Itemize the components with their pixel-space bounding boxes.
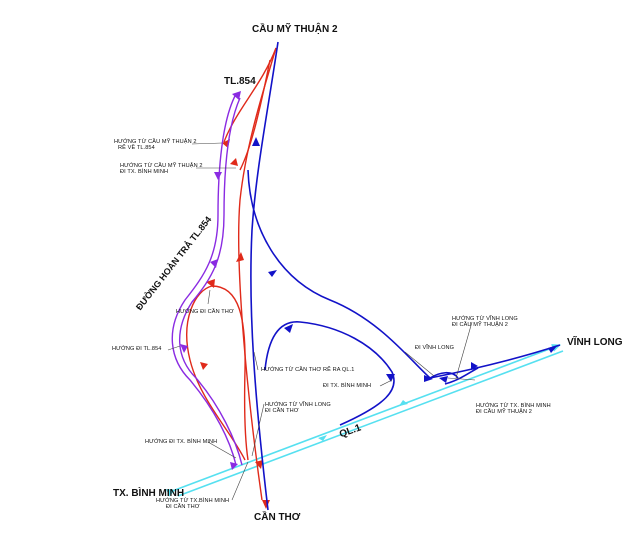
note-tu-vinh-long-di-can-tho: HƯỚNG TỪ VĨNH LONG ĐI CẦN THƠ	[265, 402, 331, 415]
leader-lines	[167, 142, 476, 501]
blue-route-arrows	[252, 137, 558, 383]
label-vinh-long: VĨNH LONG	[567, 337, 623, 348]
note-huong-di-can-tho-top: HƯỚNG ĐI CẦN THƠ	[176, 309, 234, 315]
purple-route	[171, 93, 243, 466]
purple-route-arrows	[180, 91, 241, 470]
note-tu-can-tho-re-ql1: HƯỚNG TỪ CẦN THƠ RẼ RA QL.1	[261, 367, 355, 373]
label-cau-my-thuan-2: CẦU MỸ THUẬN 2	[252, 24, 338, 35]
note-tu-cau-my-thuan-di-binh-minh: HƯỚNG TỪ CẦU MỸ THUẬN 2 ĐI TX. BÌNH MINH	[120, 163, 203, 176]
note-huong-di-tl854: HƯỚNG ĐI TL.854	[112, 346, 162, 352]
label-tl854: TL.854	[224, 76, 256, 87]
note-di-tx-binh-minh: ĐI TX. BÌNH MINH	[323, 383, 372, 389]
ql1-road	[166, 344, 564, 497]
note-tu-binh-minh-di-cau-my-thuan: HƯỚNG TỪ TX. BÌNH MINH ĐI CẦU MỸ THUẬN 2	[476, 403, 551, 416]
note-huong-di-tx-binh-minh: HƯỚNG ĐI TX. BÌNH MINH	[145, 439, 218, 445]
note-tu-binh-minh-di-can-tho: HƯỚNG TỪ TX.BÌNH MINH ĐI CẦN THƠ	[156, 498, 230, 511]
label-tx-binh-minh: TX. BÌNH MINH	[113, 488, 185, 499]
red-route	[186, 47, 277, 501]
note-di-vinh-long: ĐI VĨNH LONG	[415, 345, 455, 351]
label-can-tho: CẦN THƠ	[254, 512, 301, 523]
blue-route	[247, 41, 561, 511]
red-route-arrows	[200, 139, 270, 509]
note-tu-vinh-long-di-cau-my-thuan: HƯỚNG TỪ VĨNH LONG ĐI CẦU MỸ THUẬN 2	[452, 316, 518, 329]
note-tu-cau-my-thuan-re-tl854: HƯỚNG TỪ CẦU MỸ THUẬN 2 RẼ VỀ TL.854	[114, 139, 197, 152]
ql1-direction-arrows	[318, 400, 408, 441]
